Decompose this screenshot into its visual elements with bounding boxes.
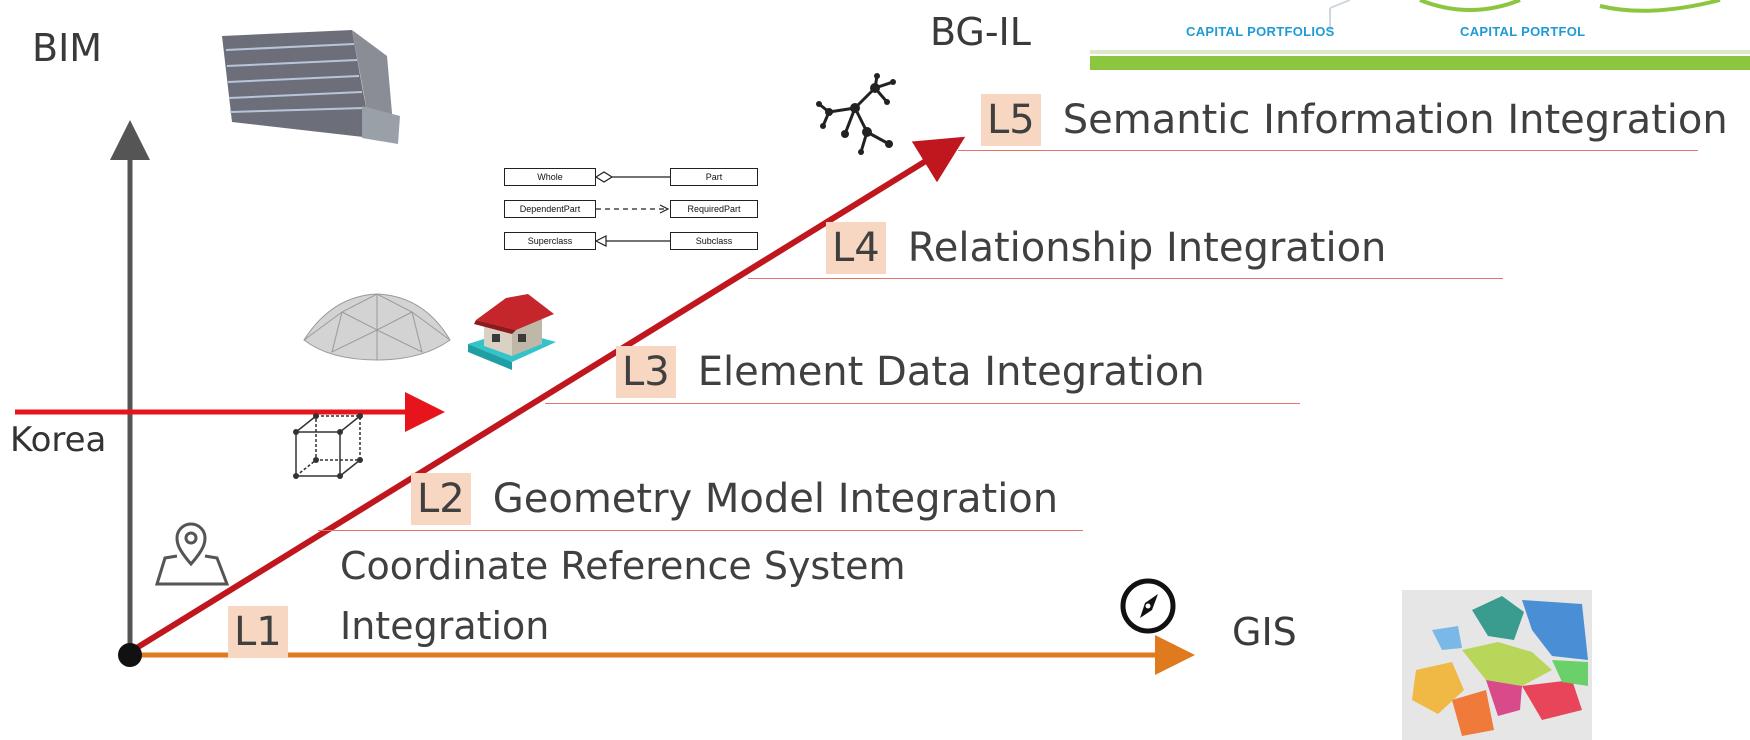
level-l1-id: L1: [228, 606, 288, 658]
diagonal-axis-arrow: [128, 136, 966, 655]
level-l2-id: L2: [411, 473, 471, 525]
korea-label: Korea: [10, 420, 107, 460]
level-l5-name: Semantic Information Integration: [1062, 97, 1728, 143]
uml-diagram-icon: Whole Part DependentPart RequiredPart Su…: [500, 166, 765, 256]
bim-label: BIM: [32, 26, 103, 70]
house-3d-icon: [468, 294, 556, 370]
logo-text-left: CAPITAL PORTFOLIOS: [1186, 24, 1335, 39]
level-l4-id: L4: [826, 222, 886, 274]
network-graph-icon: [816, 73, 896, 155]
logo: CAPITAL PORTFOLIOS CAPITAL PORTFOL: [1090, 0, 1750, 72]
logo-text-right: CAPITAL PORTFOL: [1460, 24, 1586, 39]
uml-dependent: DependentPart: [504, 200, 596, 218]
level-l2: L2 Geometry Model Integration: [405, 473, 1064, 525]
logo-light-bar: [1090, 50, 1750, 54]
logo-swoosh-icon: [1329, 0, 1721, 30]
bgil-label: BG-IL: [930, 10, 1031, 54]
europe-map-icon: [1402, 590, 1592, 740]
origin-point: [118, 643, 142, 667]
logo-green-bar: [1090, 56, 1750, 70]
uml-subclass: Subclass: [670, 232, 758, 250]
level-l1-name-line2: Integration: [340, 604, 550, 648]
underline-l4: [748, 278, 1503, 279]
level-l1-name-line1: Coordinate Reference System: [340, 544, 906, 588]
level-l5-id: L5: [981, 94, 1041, 146]
level-l5: L5 Semantic Information Integration: [975, 94, 1734, 146]
gis-label: GIS: [1232, 610, 1297, 654]
uml-connectors: [594, 171, 670, 247]
level-l3: L3 Element Data Integration: [610, 346, 1211, 398]
map-pin-icon: [155, 522, 230, 586]
underline-l5: [958, 150, 1698, 151]
level-l4-name: Relationship Integration: [907, 225, 1387, 271]
underline-l3: [545, 403, 1300, 404]
level-l2-name: Geometry Model Integration: [492, 476, 1059, 522]
underline-l2: [318, 530, 1083, 531]
level-l3-name: Element Data Integration: [697, 349, 1205, 395]
uml-part: Part: [670, 168, 758, 186]
cube-wireframe-icon: [293, 413, 363, 479]
level-l4: L4 Relationship Integration: [820, 222, 1392, 274]
building-3d-icon: [222, 30, 400, 144]
dome-mesh-icon: [303, 293, 451, 361]
compass-icon: [1120, 578, 1176, 634]
uml-required: RequiredPart: [670, 200, 758, 218]
level-l3-id: L3: [616, 346, 676, 398]
